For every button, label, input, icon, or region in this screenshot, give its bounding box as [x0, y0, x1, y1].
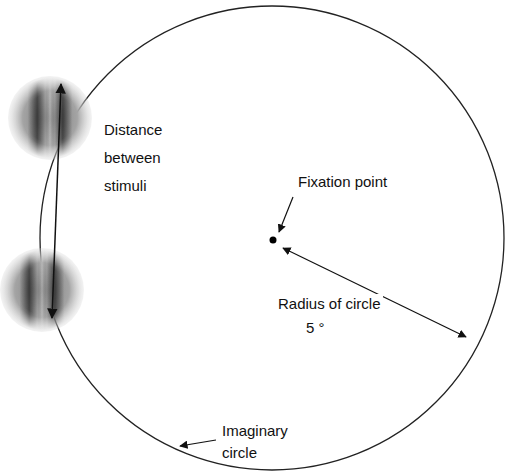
callout-label: Distance between stimuli: [104, 116, 176, 200]
gabor-patch: [0, 248, 84, 332]
distance-arrow: [52, 84, 61, 318]
imaginary-circle: [40, 6, 504, 470]
radius-arrow: [283, 248, 466, 337]
gabor-patch: [8, 76, 92, 160]
callout-label: Imaginary circle: [222, 420, 302, 464]
leader-line: [279, 197, 293, 232]
dimension-value: 5 °: [304, 318, 327, 337]
callout-label: Fixation point: [298, 172, 387, 191]
leader-line: [180, 440, 216, 446]
fixation-dot: [270, 237, 277, 244]
dimension-label: Radius of circle: [276, 294, 383, 313]
